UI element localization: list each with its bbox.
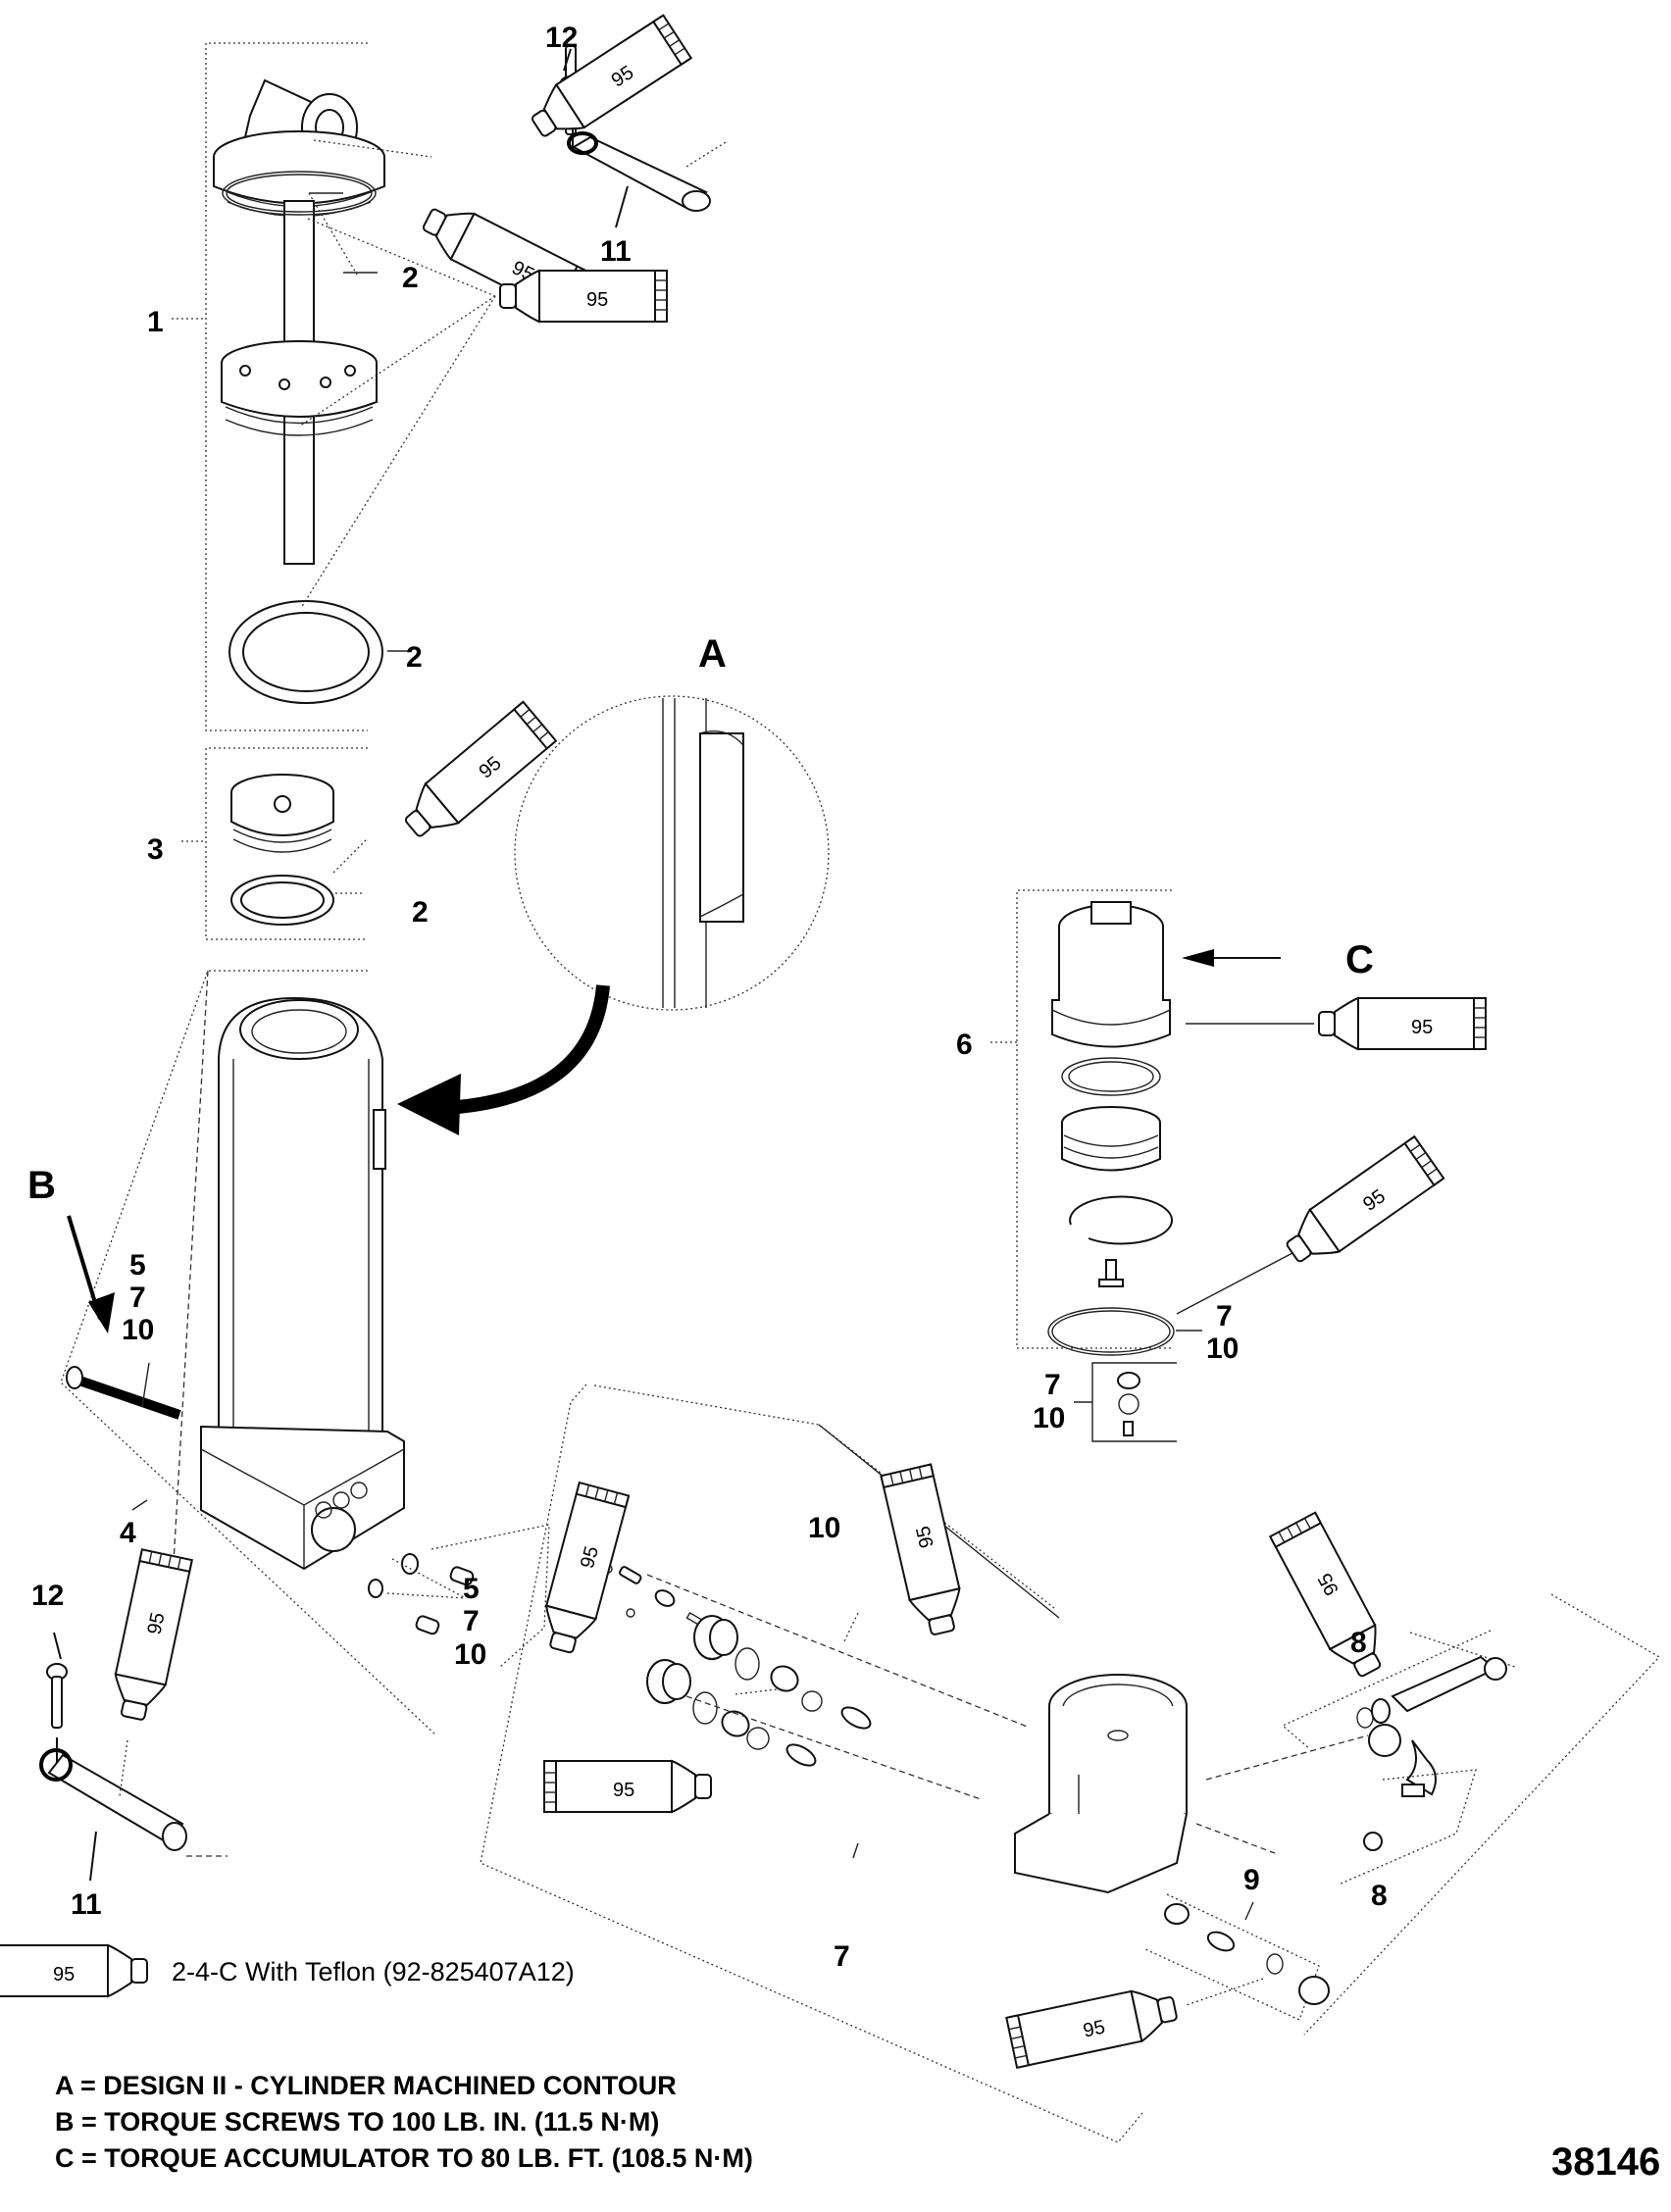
tube-95-accumulator: 95: [1318, 997, 1487, 1050]
detail-label-b: B: [27, 1164, 56, 1207]
callout-10-valve: 10: [808, 1512, 840, 1544]
callout-12-lower: 12: [31, 1580, 64, 1612]
legend-text: 2-4-C With Teflon (92-825407A12): [172, 1957, 575, 1986]
svg-text:95: 95: [53, 1964, 75, 1986]
detail-label-c: C: [1345, 938, 1374, 981]
detail-a-arrow: [445, 984, 610, 1115]
callout-10-box: 10: [1033, 1402, 1065, 1434]
callout-1: 1: [147, 306, 164, 338]
callout-8-upper: 8: [1350, 1627, 1367, 1659]
callout-5-dowels: 5: [463, 1573, 480, 1605]
note-b: B = TORQUE SCREWS TO 100 LB. IN. (11.5 N…: [55, 2107, 659, 2137]
pin-11-lower: [39, 1632, 228, 1882]
tube-95-lower-left: 95: [106, 1548, 193, 1725]
detail-c-arrowhead: [1182, 949, 1214, 967]
detail-label-a: A: [698, 632, 727, 676]
tube-95-valve-b: 95: [543, 1760, 712, 1813]
part-group-6-accumulator: [990, 889, 1314, 1442]
tube-95-release: 95: [1269, 1511, 1394, 1685]
tube-95-check-valve: 95: [1005, 1982, 1182, 2069]
callout-6: 6: [956, 1029, 973, 1061]
callout-7-screw: 7: [129, 1282, 146, 1314]
figure-number: 38146: [1551, 2140, 1660, 2184]
detail-a-magnifier: [514, 695, 830, 1011]
callout-2-lower: 2: [406, 641, 423, 674]
sealant-legend: 95 2-4-C With Teflon (92-825407A12): [0, 1944, 575, 1997]
callout-3: 3: [147, 833, 164, 866]
tube-95-valve-a: 95: [534, 1482, 631, 1658]
svg-text:95: 95: [613, 1780, 634, 1801]
callout-7-box: 7: [1044, 1369, 1061, 1401]
note-c: C = TORQUE ACCUMULATOR TO 80 LB. FT. (10…: [55, 2143, 753, 2173]
tube-95-accumulator-lower: 95: [1277, 1135, 1445, 1276]
svg-text:95: 95: [1082, 2016, 1107, 2041]
part-group-1-piston-rod: [172, 42, 496, 731]
sealant-tube-icon: 95: [0, 1944, 148, 1997]
callout-4: 4: [120, 1517, 136, 1549]
callout-2-group3: 2: [412, 896, 429, 929]
note-a: A = DESIGN II - CYLINDER MACHINED CONTOU…: [55, 2071, 677, 2100]
callout-10-dowels: 10: [454, 1638, 486, 1671]
callout-7-dowels: 7: [463, 1605, 480, 1637]
callout-10-screw: 10: [122, 1314, 154, 1346]
part-group-9-check-valve: [1144, 1893, 1330, 2021]
tube-95-pin-top: 95: [522, 14, 692, 150]
callout-8-lower: 8: [1371, 1880, 1388, 1912]
callout-11-top: 11: [600, 235, 632, 268]
svg-text:95: 95: [586, 289, 608, 311]
svg-text:95: 95: [1411, 1017, 1433, 1038]
part-group-4-cylinder: [60, 970, 550, 1736]
callout-9: 9: [1243, 1864, 1260, 1896]
callout-7-valve: 7: [834, 1940, 850, 1973]
callout-7-oring: 7: [1216, 1300, 1233, 1332]
callout-10-oring: 10: [1206, 1332, 1239, 1365]
detail-b-arrowhead: [88, 1292, 115, 1333]
callout-2-upper: 2: [402, 262, 419, 294]
callout-11-lower: 11: [71, 1888, 102, 1921]
callout-12-top: 12: [545, 22, 578, 54]
part-group-8-manual-release: [1195, 1593, 1661, 2036]
callout-5-screw: 5: [129, 1249, 146, 1282]
tube-95-valve-c: 95: [880, 1463, 970, 1639]
svg-text:95: 95: [143, 1611, 169, 1636]
torque-notes: A = DESIGN II - CYLINDER MACHINED CONTOU…: [55, 2071, 753, 2173]
detail-a-arrowhead: [397, 1074, 461, 1135]
tube-95-group3: 95: [394, 700, 557, 849]
part-group-3-piston: [181, 747, 369, 940]
svg-text:95: 95: [912, 1524, 937, 1550]
tube-95-group1-mid: 95: [499, 270, 668, 323]
